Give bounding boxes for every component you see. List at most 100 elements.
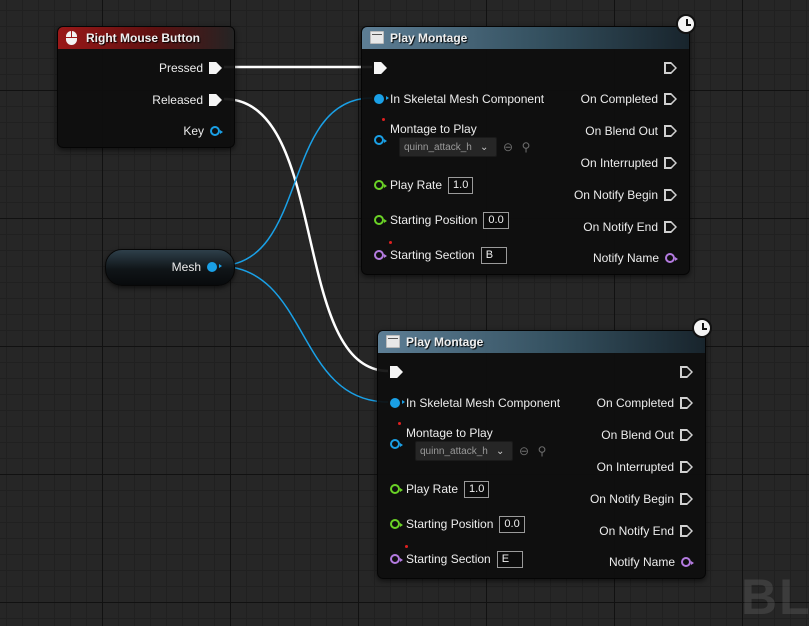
montage-1-exec-in-row [374,60,387,76]
montage-2-play-rate-pin[interactable] [390,484,403,494]
required-marker [382,118,385,121]
montage-2-on-interrupted-row: On Interrupted [597,459,693,475]
object-wire-mesh-to-montage-2[interactable] [217,265,389,403]
montage-2-on-notify-end-row: On Notify End [599,523,693,539]
montage-2-starting-position-pin[interactable] [390,519,403,529]
montage-1-on-interrupted-row: On Interrupted [581,155,677,171]
montage-2-on-completed-label: On Completed [596,396,674,410]
montage-2-on-blend-out-pin[interactable] [680,429,693,441]
required-marker [405,545,408,548]
montage-2-skeletal-mesh-label: In Skeletal Mesh Component [406,396,561,410]
montage-1-montage-to-play-pin[interactable] [374,135,387,145]
montage-2-exec-out-row [680,364,693,380]
montage-1-exec-out-row [664,60,677,76]
montage-1-skeletal-mesh-pin[interactable] [374,94,389,104]
latent-clock-icon [692,318,712,338]
montage-1-play-rate-row: Play Rate 1.0 [374,176,474,194]
mesh-pin-row: Mesh [172,259,222,275]
montage-1-on-completed-row: On Completed [581,91,677,107]
montage-2-skeletal-mesh-row: In Skeletal Mesh Component [390,395,560,411]
latent-clock-icon [676,14,696,34]
mesh-output-pin[interactable] [207,262,222,272]
montage-1-notify-name-pin[interactable] [665,253,678,263]
montage-2-notify-name-row: Notify Name [608,554,694,570]
montage-1-on-notify-begin-row: On Notify Begin [574,187,677,203]
montage-2-header[interactable]: Play Montage [378,331,705,353]
montage-1-header[interactable]: Play Montage [362,27,689,49]
montage-1-starting-section-label: Starting Section [390,248,475,262]
montage-1-on-interrupted-label: On Interrupted [580,156,658,170]
mouse-icon [66,31,77,45]
exec-wire-released[interactable] [223,97,389,373]
montage-2-asset-picker[interactable]: quinn_attack_h ⌄ [415,441,513,461]
montage-1-starting-position-input[interactable]: 0.0 [483,211,509,229]
montage-2-exec-in-pin[interactable] [390,366,403,378]
montage-1-on-notify-end-row: On Notify End [583,219,677,235]
montage-2-starting-section-pin[interactable] [390,554,403,564]
montage-1-exec-in-pin[interactable] [374,62,387,74]
object-wire-mesh-to-montage-1[interactable] [217,97,373,267]
montage-2-notify-name-pin[interactable] [681,557,694,567]
montage-1-starting-position-pin[interactable] [374,215,387,225]
montage-1-starting-section-pin[interactable] [374,250,387,260]
montage-1-on-blend-out-pin[interactable] [664,125,677,137]
chevron-down-icon: ⌄ [480,141,489,153]
use-selected-icon[interactable]: ⊖ [518,444,530,458]
montage-1-asset-row: quinn_attack_h ⌄ ⊖ ⚲ [399,137,533,157]
pressed-label: Pressed [158,61,203,75]
key-output-pin[interactable] [210,126,223,136]
browse-search-icon[interactable]: ⚲ [537,444,547,458]
play-montage-node-1[interactable]: Play Montage In Skeletal Mesh Component … [361,26,690,275]
montage-1-asset-picker[interactable]: quinn_attack_h ⌄ [399,137,497,157]
function-icon [370,31,384,44]
montage-2-play-rate-input[interactable]: 1.0 [464,480,490,498]
montage-1-exec-out-pin[interactable] [664,62,677,74]
input-node-header[interactable]: Right Mouse Button [58,27,234,49]
montage-1-montage-to-play-row: Montage to Play [374,118,477,145]
montage-1-on-completed-label: On Completed [580,92,658,106]
input-event-node[interactable]: Right Mouse Button Pressed Released Key [57,26,235,148]
montage-2-on-notify-begin-pin[interactable] [680,493,693,505]
released-exec-pin[interactable] [209,94,222,106]
montage-2-notify-name-label: Notify Name [608,555,675,569]
input-node-title: Right Mouse Button [86,31,200,45]
montage-2-on-notify-end-label: On Notify End [599,524,674,538]
montage-2-on-completed-pin[interactable] [680,397,693,409]
montage-2-starting-position-label: Starting Position [406,517,494,531]
montage-2-starting-section-row: Starting Section E [390,545,523,568]
montage-2-on-interrupted-label: On Interrupted [596,460,674,474]
required-marker [398,422,401,425]
montage-1-skeletal-mesh-row: In Skeletal Mesh Component [374,91,544,107]
montage-2-starting-section-input[interactable]: E [496,550,523,568]
montage-2-montage-to-play-row: Montage to Play [390,422,493,449]
montage-2-play-rate-row: Play Rate 1.0 [390,480,490,498]
montage-2-skeletal-mesh-pin[interactable] [390,398,405,408]
montage-1-starting-position-label: Starting Position [390,213,478,227]
montage-2-exec-in-row [390,364,403,380]
montage-1-play-rate-input[interactable]: 1.0 [448,176,474,194]
graph-watermark: BL [741,569,809,625]
montage-1-on-interrupted-pin[interactable] [664,157,677,169]
montage-1-notify-name-label: Notify Name [592,251,659,265]
montage-2-play-rate-label: Play Rate [406,482,459,496]
montage-2-title: Play Montage [406,335,484,349]
browse-search-icon[interactable]: ⚲ [521,140,531,154]
montage-2-starting-position-input[interactable]: 0.0 [499,515,525,533]
montage-1-on-notify-begin-pin[interactable] [664,189,677,201]
montage-2-on-interrupted-pin[interactable] [680,461,693,473]
montage-1-play-rate-pin[interactable] [374,180,387,190]
montage-2-on-notify-end-pin[interactable] [680,525,693,537]
use-selected-icon[interactable]: ⊖ [502,140,514,154]
montage-1-on-notify-end-pin[interactable] [664,221,677,233]
montage-1-on-completed-pin[interactable] [664,93,677,105]
play-montage-node-2[interactable]: Play Montage In Skeletal Mesh Component … [377,330,706,579]
montage-1-starting-section-input[interactable]: B [480,246,507,264]
montage-2-asset-name: quinn_attack_h [420,445,488,457]
pressed-exec-pin[interactable] [209,62,222,74]
pressed-pin-row: Pressed [159,60,222,76]
chevron-down-icon: ⌄ [496,445,505,457]
montage-2-exec-out-pin[interactable] [680,366,693,378]
mesh-variable-node[interactable]: Mesh [105,249,235,286]
montage-2-montage-to-play-pin[interactable] [390,439,403,449]
